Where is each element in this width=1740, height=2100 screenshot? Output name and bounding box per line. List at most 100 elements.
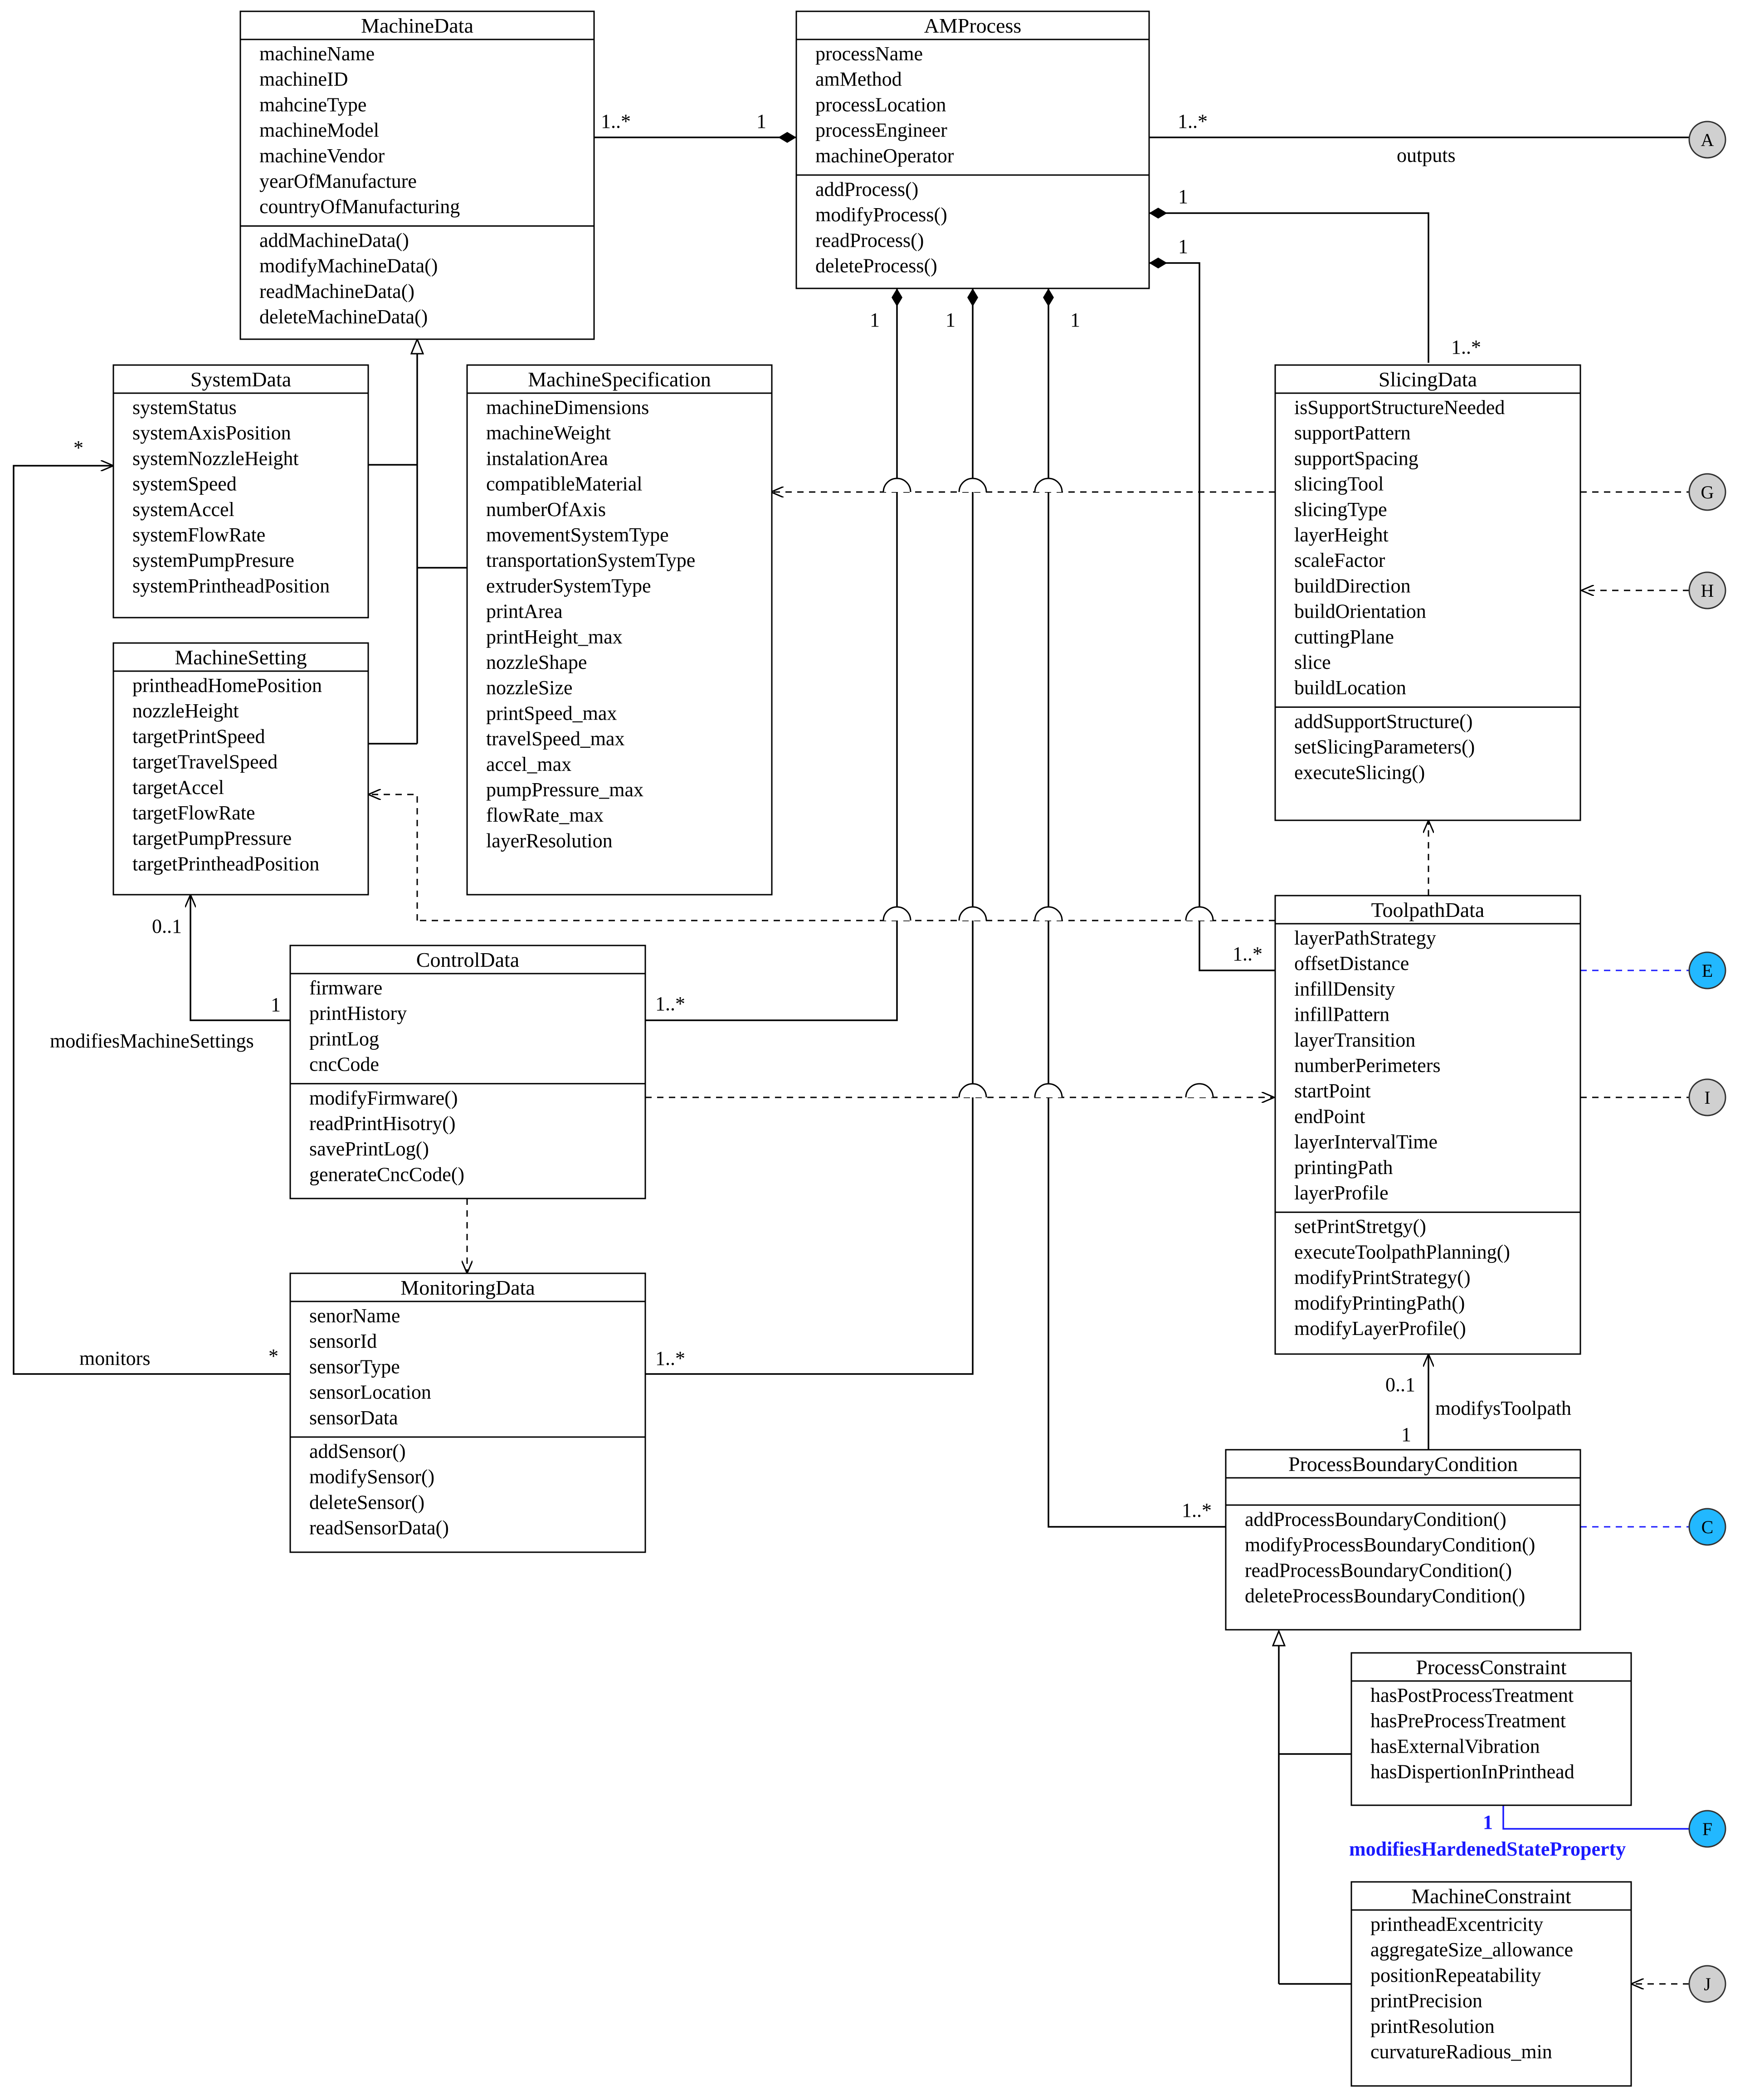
connector-e[interactable]: E xyxy=(1688,951,1726,989)
class-name: ToolpathData xyxy=(1371,898,1485,921)
attribute: numberPerimeters xyxy=(1294,1054,1441,1077)
class-toolpath-data[interactable]: ToolpathDatalayerPathStrategyoffsetDista… xyxy=(1274,895,1581,1355)
class-name: ProcessBoundaryCondition xyxy=(1288,1452,1518,1476)
attribute: machineName xyxy=(259,43,375,65)
connector-c[interactable]: C xyxy=(1688,1508,1726,1546)
label-modifies-hardened: modifiesHardenedStateProperty xyxy=(1349,1838,1626,1860)
class-machine-setting[interactable]: MachineSetting printheadHomePosition nozzl… xyxy=(112,642,369,896)
method: readPrintHisotry() xyxy=(309,1112,456,1135)
attribute: systemStatus xyxy=(132,396,237,419)
class-monitoring-data[interactable]: MonitoringDatasenorNamesensorIdsensorTyp… xyxy=(289,1272,646,1553)
attribute: movementSystemType xyxy=(486,524,669,546)
attribute: hasPreProcessTreatment xyxy=(1370,1710,1566,1732)
connector-h[interactable]: H xyxy=(1688,571,1726,609)
attribute: firmware xyxy=(309,977,382,999)
class-machine-data[interactable]: MachineDatamachineNamemachineIDmahcineTy… xyxy=(239,10,595,340)
attribute: senorName xyxy=(309,1305,400,1327)
attribute: extruderSystemType xyxy=(486,575,651,597)
attribute: nozzleHeight xyxy=(132,700,239,722)
attribute: hasExternalVibration xyxy=(1370,1735,1540,1757)
connector-j[interactable]: J xyxy=(1688,1965,1726,2003)
attribute: slicingTool xyxy=(1294,473,1384,495)
attribute: endPoint xyxy=(1294,1105,1365,1127)
label-setting-mult: 0..1 xyxy=(152,915,182,937)
attribute: systemSpeed xyxy=(132,473,237,495)
class-machine-constraint[interactable]: MachineConstraintprintheadExcentricityag… xyxy=(1350,1881,1632,2087)
method: modifyMachineData() xyxy=(259,255,438,277)
attribute: layerProfile xyxy=(1294,1182,1389,1204)
class-name: MachineConstraint xyxy=(1411,1885,1571,1908)
attribute: systemAccel xyxy=(132,498,234,521)
attribute: positionRepeatability xyxy=(1370,1964,1541,1986)
attribute: machineModel xyxy=(259,119,379,141)
method: modifyPrintingPath() xyxy=(1294,1292,1465,1314)
method: readProcessBoundaryCondition() xyxy=(1245,1559,1512,1581)
connector-letter: E xyxy=(1702,960,1713,981)
method: deleteProcessBoundaryCondition() xyxy=(1245,1585,1525,1607)
attribute: nozzleShape xyxy=(486,651,587,673)
method: setPrintStretgy() xyxy=(1294,1215,1426,1238)
attribute: infillPattern xyxy=(1294,1004,1389,1026)
attribute: machineOperator xyxy=(815,145,954,167)
method: modifyPrintStrategy() xyxy=(1294,1267,1471,1289)
attribute: numberOfAxis xyxy=(486,498,606,521)
attribute: printArea xyxy=(486,600,563,623)
attribute: systemPrintheadPosition xyxy=(132,575,330,597)
attribute: slicingType xyxy=(1294,498,1387,521)
class-process-boundary-condition[interactable]: ProcessBoundaryCondition addProcessBounda… xyxy=(1225,1449,1581,1631)
class-machine-specification[interactable]: MachineSpecificationmachineDimensionsmac… xyxy=(466,364,773,896)
method: executeToolpathPlanning() xyxy=(1294,1241,1510,1263)
class-name: MachineSetting xyxy=(175,646,307,669)
class-name: SystemData xyxy=(190,368,291,391)
connector-i[interactable]: I xyxy=(1688,1078,1726,1116)
class-name: SlicingData xyxy=(1379,368,1477,391)
attribute: buildOrientation xyxy=(1294,600,1426,623)
attribute: printingPath xyxy=(1294,1156,1393,1179)
attribute: processName xyxy=(815,43,923,65)
class-system-data[interactable]: SystemDatasystemStatussystemAxisPosition… xyxy=(112,364,369,619)
connector-a[interactable]: A xyxy=(1688,121,1726,159)
method: modifySensor() xyxy=(309,1466,434,1488)
connector-g[interactable]: G xyxy=(1688,473,1726,511)
method: addProcessBoundaryCondition() xyxy=(1245,1508,1506,1530)
method: modifyProcess() xyxy=(815,204,947,226)
attribute: machineDimensions xyxy=(486,396,649,419)
method: readProcess() xyxy=(815,229,924,251)
class-slicing-data[interactable]: SlicingDataisSupportStructureNeededsuppo… xyxy=(1274,364,1581,821)
class-name: MachineSpecification xyxy=(528,368,711,391)
label-slicing-mult: 1..* xyxy=(1451,336,1481,358)
attribute: transportationSystemType xyxy=(486,549,695,571)
label-am-out-mult: 1..* xyxy=(1178,110,1208,132)
connector-f[interactable]: F xyxy=(1688,1810,1726,1848)
connector-letter: C xyxy=(1701,1517,1714,1537)
attribute: printLog xyxy=(309,1028,379,1050)
attribute: printResolution xyxy=(1370,2015,1495,2037)
attribute: supportPattern xyxy=(1294,422,1411,444)
attribute: curvatureRadious_min xyxy=(1370,2041,1552,2063)
label-am-toolpath-1: 1 xyxy=(1178,235,1188,258)
label-toolpath-mult: 1..* xyxy=(1233,943,1262,965)
attribute: supportSpacing xyxy=(1294,447,1418,469)
class-control-data[interactable]: ControlDatafirmwareprintHistoryprintLogc… xyxy=(289,945,646,1199)
attribute: printheadHomePosition xyxy=(132,674,322,697)
label-am-pbc-1: 1 xyxy=(1070,309,1080,331)
class-am-process[interactable]: AMProcessprocessNameamMethodprocessLocat… xyxy=(795,10,1150,289)
attribute: countryOfManufacturing xyxy=(259,195,460,218)
attribute: machineID xyxy=(259,68,348,90)
method: readSensorData() xyxy=(309,1517,449,1539)
attribute: cncCode xyxy=(309,1053,379,1076)
connector-letter: G xyxy=(1701,482,1714,502)
attribute: layerHeight xyxy=(1294,524,1389,546)
label-pc-f-1: 1 xyxy=(1483,1811,1493,1833)
connector-letter: F xyxy=(1702,1819,1712,1839)
attribute: targetTravelSpeed xyxy=(132,751,278,773)
class-process-constraint[interactable]: ProcessConstrainthasPostProcessTreatment… xyxy=(1350,1652,1632,1806)
method: executeSlicing() xyxy=(1294,761,1425,784)
attribute: cuttingPlane xyxy=(1294,626,1394,648)
connector-letter: J xyxy=(1704,1974,1711,1994)
connector-letter: A xyxy=(1701,130,1714,150)
method: deleteSensor() xyxy=(309,1491,424,1513)
attribute: processLocation xyxy=(815,93,946,116)
attribute: targetAccel xyxy=(132,776,224,799)
